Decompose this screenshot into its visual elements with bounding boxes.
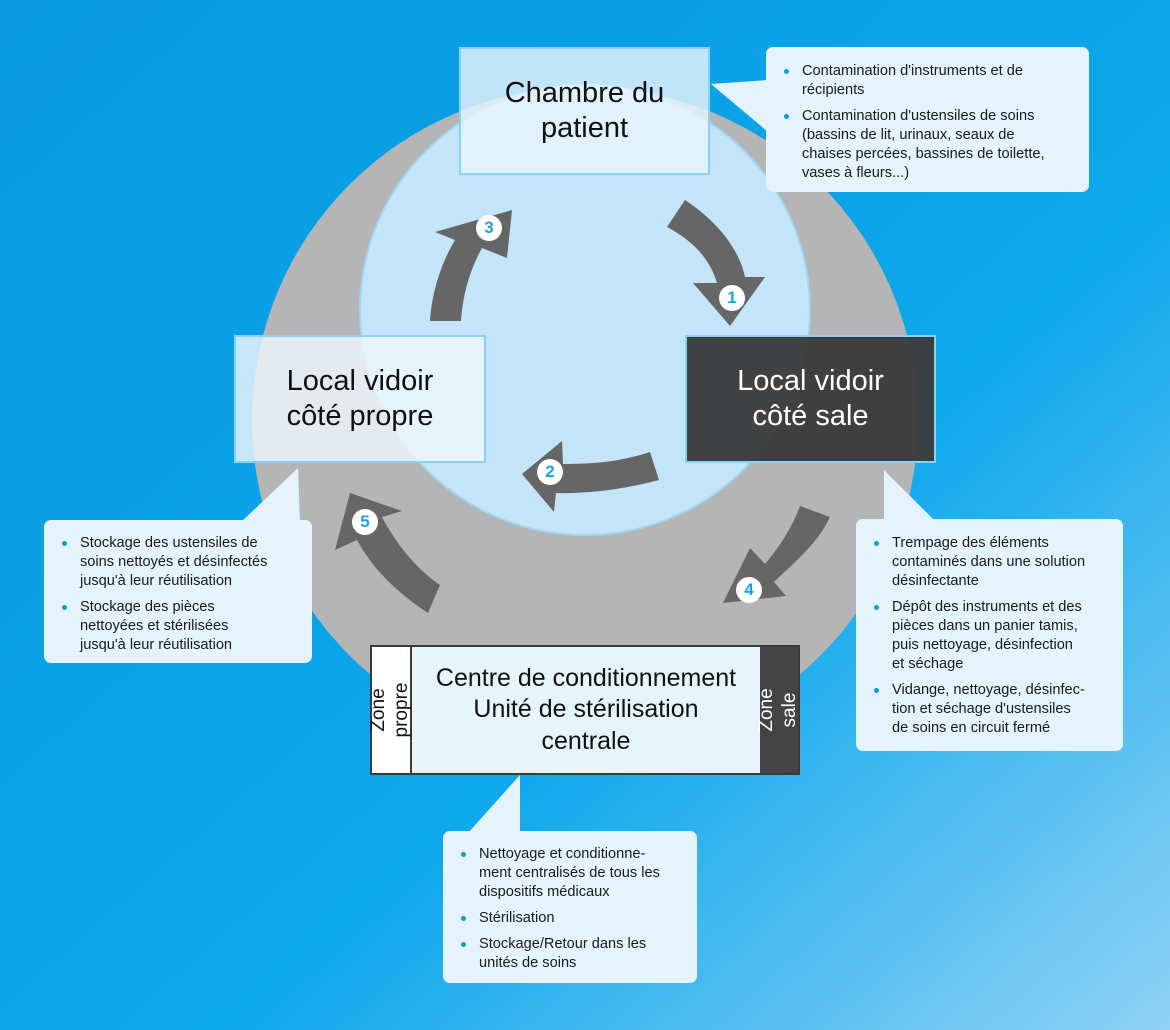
- note-list: Contamination d'instruments et de récipi…: [781, 62, 1077, 183]
- note-item: Contamination d'instruments et de récipi…: [781, 62, 1077, 100]
- node-patient-room-label: Chambre du patient: [504, 77, 665, 144]
- note-list: Stockage des ustensiles de soins nettoyé…: [59, 534, 302, 655]
- step-badge-4: 4: [736, 577, 762, 603]
- callout-pointer-patient: [711, 80, 768, 132]
- note-box-clean: [44, 520, 312, 663]
- node-dirty-utility-label: Local vidoir côté sale: [737, 365, 884, 432]
- central-title-area: Centre de conditionnement Unité de stéri…: [412, 647, 760, 773]
- note-item: Dépôt des instruments et des pièces dans…: [871, 598, 1113, 674]
- note-box-central: [443, 831, 697, 983]
- note-box-patient: [766, 47, 1089, 192]
- note-item: Stockage des pièces nettoyées et stérili…: [59, 598, 302, 655]
- node-clean-utility-label: Local vidoir côté propre: [286, 365, 434, 432]
- note-item: Trempage des éléments contaminés dans un…: [871, 534, 1113, 591]
- note-dirty-utility: Trempage des éléments contaminés dans un…: [856, 519, 1123, 751]
- zone-clean-label: Zone propre: [368, 682, 412, 738]
- note-list: Trempage des éléments contaminés dans un…: [871, 534, 1113, 738]
- note-central: Nettoyage et conditionne- ment centralis…: [443, 831, 697, 983]
- callout-pointer-clean: [240, 468, 300, 523]
- note-patient-room: Contamination d'instruments et de récipi…: [766, 47, 1089, 192]
- step-badge-3: 3: [476, 215, 502, 241]
- zone-clean-band: Zone propre: [368, 647, 412, 773]
- note-item: Stockage/Retour dans les unités de soins: [458, 935, 687, 973]
- note-item: Stérilisation: [458, 909, 687, 928]
- zone-dirty-band: Zone sale: [756, 647, 800, 773]
- node-patient-room: Chambre du patient: [459, 47, 710, 175]
- note-item: Stockage des ustensiles de soins nettoyé…: [59, 534, 302, 591]
- central-title-label: Centre de conditionnement Unité de stéri…: [435, 664, 737, 755]
- note-item: Contamination d'ustensiles de soins (bas…: [781, 107, 1077, 183]
- note-item: Nettoyage et conditionne- ment centralis…: [458, 845, 687, 902]
- node-central-sterilization: Zone propre Centre de conditionnement Un…: [368, 645, 800, 775]
- node-clean-utility-room: Local vidoir côté propre: [234, 335, 486, 463]
- note-item: Vidange, nettoyage, désinfec- tion et sé…: [871, 681, 1113, 738]
- note-box-dirty: [856, 519, 1123, 751]
- node-dirty-utility-room: Local vidoir côté sale: [685, 335, 936, 463]
- zone-dirty-label: Zone sale: [756, 688, 800, 732]
- step-badge-1: 1: [719, 285, 745, 311]
- note-list: Nettoyage et conditionne- ment centralis…: [458, 845, 687, 973]
- arrow-step-2: [522, 441, 659, 512]
- callout-pointer-central: [468, 775, 520, 833]
- callout-pointer-dirty: [884, 470, 936, 522]
- step-badge-2: 2: [537, 459, 563, 485]
- note-clean-utility: Stockage des ustensiles de soins nettoyé…: [44, 520, 312, 663]
- step-badge-5: 5: [352, 509, 378, 535]
